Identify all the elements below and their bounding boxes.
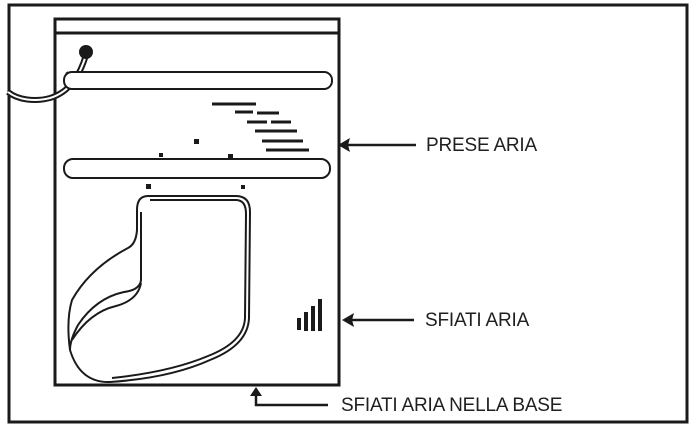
arrow-base-vents: [250, 387, 328, 407]
lower-rail: [63, 158, 331, 179]
label-air-vents: SFIATI ARIA: [425, 310, 530, 331]
decorative-dots: [146, 139, 245, 189]
arrow-air-vents: [342, 313, 414, 327]
air-intake-slots: [212, 102, 309, 152]
outer-frame: [7, 3, 689, 424]
arrow-air-intakes: [338, 138, 416, 152]
foot-shaped-outline: [67, 195, 252, 384]
label-base-air-vents: SFIATI ARIA NELLA BASE: [341, 395, 563, 416]
label-air-intakes: PRESE ARIA: [426, 135, 537, 156]
upper-rail: [63, 71, 333, 90]
side-vent-icon: [297, 299, 322, 331]
